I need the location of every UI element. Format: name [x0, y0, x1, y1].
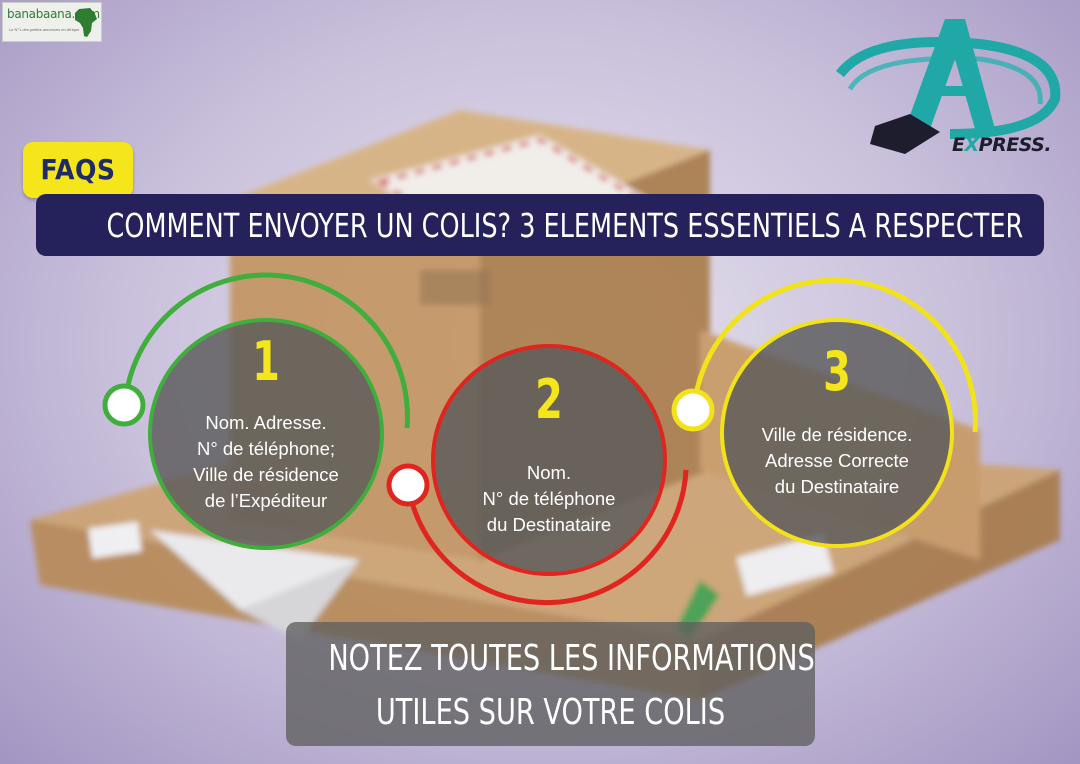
- footer-line-2: UTILES SUR VOTRE COLIS: [375, 692, 726, 733]
- step-2-dot: [386, 463, 430, 507]
- title-banner: COMMENT ENVOYER UN COLIS? 3 ELEMENTS ESS…: [36, 194, 1044, 256]
- step-2-number: 2: [535, 368, 563, 431]
- watermark-tagline: Le N°1 des petites annonces en Afrique: [9, 27, 80, 32]
- footer-note: NOTEZ TOUTES LES INFORMATIONS UTILES SUR…: [286, 622, 815, 746]
- step-1-ring: [122, 272, 410, 429]
- step-2: 2 Nom. N° de téléphone du Destinataire: [431, 344, 667, 576]
- faq-badge: FAQS: [23, 142, 133, 198]
- company-logo: [836, 19, 1061, 154]
- logo-accent-letter: X: [964, 134, 979, 156]
- step-1-number: 1: [252, 330, 280, 393]
- step-1-dot: [102, 383, 146, 427]
- step-3-ring: [691, 277, 978, 433]
- step-1-text: Nom. Adresse. N° de téléphone; Ville de …: [193, 412, 339, 511]
- africa-map-icon: [75, 8, 97, 37]
- page-title: COMMENT ENVOYER UN COLIS? 3 ELEMENTS ESS…: [106, 206, 1024, 245]
- site-watermark: banabaana.com Le N°1 des petites annonce…: [2, 2, 102, 42]
- logo-wordmark: EXPRESS.: [952, 134, 1052, 156]
- footer-line-1: NOTEZ TOUTES LES INFORMATIONS: [328, 638, 815, 679]
- step-3-number: 3: [823, 340, 851, 403]
- step-2-ring: [405, 469, 689, 606]
- step-3: 3 Ville de résidence. Adresse Correcte d…: [720, 318, 954, 548]
- step-1: 1 Nom. Adresse. N° de téléphone; Ville d…: [148, 318, 384, 550]
- faq-label: FAQS: [40, 153, 116, 186]
- step-3-text: Ville de résidence. Adresse Correcte du …: [761, 424, 913, 497]
- step-2-text: Nom. N° de téléphone du Destinataire: [482, 462, 616, 535]
- step-3-dot: [671, 388, 715, 432]
